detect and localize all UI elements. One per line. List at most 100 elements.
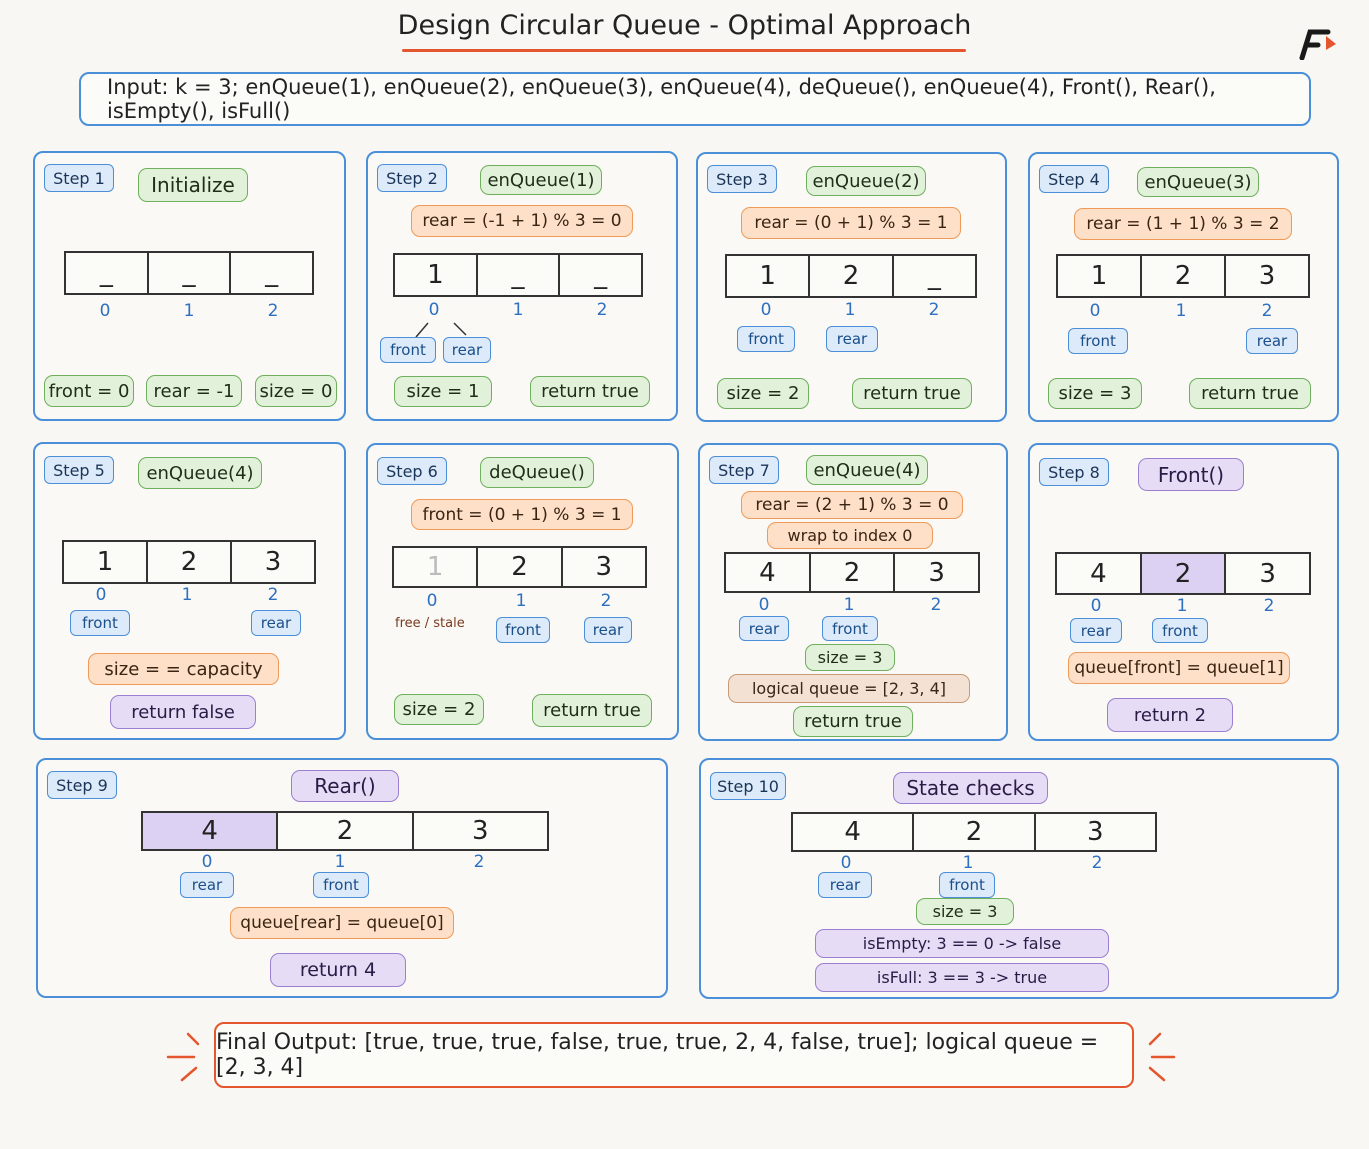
front-expression: queue[front] = queue[1] bbox=[1068, 652, 1290, 684]
size-value: size = 2 bbox=[394, 694, 484, 725]
rear-pointer: rear bbox=[180, 872, 234, 898]
index-label: 2 bbox=[1091, 853, 1103, 873]
queue-array: 4 2 3 bbox=[724, 552, 980, 593]
step-3-panel: Step 3 enQueue(2) rear = (0 + 1) % 3 = 1… bbox=[696, 152, 1007, 422]
index-label: 1 bbox=[515, 591, 527, 611]
index-label: 0 bbox=[1090, 596, 1102, 616]
step-6-panel: Step 6 deQueue() front = (0 + 1) % 3 = 1… bbox=[366, 443, 679, 740]
front-pointer: front bbox=[380, 337, 436, 363]
step-label: Step 9 bbox=[47, 771, 117, 799]
right-burst-icon bbox=[1148, 1032, 1176, 1082]
step-label: Step 6 bbox=[377, 457, 447, 485]
rear-value: rear = -1 bbox=[146, 375, 242, 407]
queue-cell: 2 bbox=[278, 813, 414, 849]
index-label: 1 bbox=[843, 595, 855, 615]
step-9-panel: Step 9 Rear() 4 2 3 0 1 2 rear front que… bbox=[36, 758, 668, 998]
return-value: return true bbox=[530, 376, 650, 407]
final-output: Final Output: [true, true, true, false, … bbox=[214, 1022, 1134, 1088]
step-label: Step 7 bbox=[709, 456, 779, 484]
queue-cell: 4 bbox=[793, 814, 915, 850]
queue-cell: 2 bbox=[810, 256, 894, 296]
queue-cell: 1 bbox=[64, 542, 148, 582]
queue-cell: 3 bbox=[928, 557, 945, 588]
logical-queue: logical queue = [2, 3, 4] bbox=[728, 674, 970, 703]
queue-array: 1 2 3 bbox=[62, 540, 316, 584]
queue-cell: 1 bbox=[1058, 256, 1142, 296]
queue-cell: 3 bbox=[472, 816, 489, 846]
index-label: 1 bbox=[181, 585, 193, 605]
wrap-note: wrap to index 0 bbox=[767, 522, 933, 549]
return-value: return true bbox=[1189, 378, 1311, 409]
highlighted-cell: 4 bbox=[143, 813, 279, 849]
queue-array: 4 2 3 bbox=[791, 812, 1157, 852]
index-label: 0 bbox=[95, 585, 107, 605]
index-label: 2 bbox=[267, 301, 279, 321]
step-7-panel: Step 7 enQueue(4) rear = (2 + 1) % 3 = 0… bbox=[698, 443, 1008, 741]
calculation: rear = (-1 + 1) % 3 = 0 bbox=[411, 205, 633, 237]
size-value: size = 3 bbox=[805, 644, 895, 671]
calculation: front = (0 + 1) % 3 = 1 bbox=[411, 499, 633, 530]
rear-expression: queue[rear] = queue[0] bbox=[230, 907, 454, 939]
step-label: Step 8 bbox=[1039, 458, 1109, 486]
size-value: size = 3 bbox=[916, 898, 1014, 925]
queue-cell: 4 bbox=[726, 554, 811, 591]
front-pointer: front bbox=[70, 610, 130, 636]
size-value: size = 3 bbox=[1048, 378, 1142, 409]
step-8-panel: Step 8 Front() 4 2 3 0 1 2 rear front qu… bbox=[1028, 443, 1339, 741]
index-label: 1 bbox=[1175, 301, 1187, 321]
step-label: Step 3 bbox=[707, 165, 777, 193]
input-box: Input: k = 3; enQueue(1), enQueue(2), en… bbox=[79, 72, 1311, 126]
index-label: 0 bbox=[426, 591, 438, 611]
size-value: size = 1 bbox=[394, 376, 492, 407]
queue-cell: 3 bbox=[595, 552, 613, 582]
pointer-lines bbox=[415, 322, 467, 338]
index-label: 1 bbox=[334, 852, 346, 872]
operation-label: enQueue(4) bbox=[806, 455, 928, 485]
queue-cell: 3 bbox=[1258, 261, 1276, 291]
step-4-panel: Step 4 enQueue(3) rear = (1 + 1) % 3 = 2… bbox=[1028, 152, 1339, 422]
front-pointer: front bbox=[1068, 328, 1128, 354]
queue-cell: 2 bbox=[148, 542, 232, 582]
is-full-check: isFull: 3 == 3 -> true bbox=[815, 963, 1109, 992]
queue-cell: 1 bbox=[395, 255, 478, 295]
queue-cell: 2 bbox=[914, 814, 1036, 850]
left-burst-icon bbox=[166, 1032, 200, 1082]
index-label: 1 bbox=[1176, 596, 1188, 616]
calculation: rear = (0 + 1) % 3 = 1 bbox=[741, 207, 961, 239]
index-label: 2 bbox=[928, 300, 940, 320]
queue-array: 4 2 3 bbox=[141, 811, 549, 851]
queue-cell: _ bbox=[927, 261, 941, 291]
queue-cell: _ bbox=[149, 253, 232, 293]
rear-pointer: rear bbox=[1070, 618, 1122, 643]
size-value: size = 0 bbox=[255, 375, 337, 407]
queue-cell: _ bbox=[66, 253, 149, 293]
return-value: return true bbox=[852, 378, 972, 409]
index-label: 2 bbox=[473, 852, 485, 872]
rear-pointer: rear bbox=[1246, 328, 1298, 354]
return-value: return true bbox=[793, 706, 913, 737]
operation-label: Front() bbox=[1138, 458, 1244, 491]
queue-array: _ _ _ bbox=[64, 251, 314, 295]
step-label: Step 2 bbox=[377, 164, 447, 192]
queue-cell: _ bbox=[594, 260, 608, 290]
step-10-panel: Step 10 State checks 4 2 3 0 1 2 rear fr… bbox=[699, 758, 1339, 999]
title-underline bbox=[402, 49, 966, 52]
index-label: 1 bbox=[962, 853, 974, 873]
stale-note: free / stale bbox=[395, 616, 465, 631]
return-value: return 4 bbox=[270, 953, 406, 987]
queue-cell: _ bbox=[265, 258, 279, 288]
step-label: Step 5 bbox=[44, 456, 114, 484]
rear-pointer: rear bbox=[739, 616, 789, 641]
operation-label: deQueue() bbox=[480, 457, 594, 488]
rear-pointer: rear bbox=[251, 610, 301, 636]
stale-cell: 1 bbox=[394, 548, 479, 586]
rear-pointer: rear bbox=[584, 617, 632, 643]
index-label: 0 bbox=[428, 300, 440, 320]
queue-array: 1 2 3 bbox=[1056, 254, 1310, 298]
operation-label: enQueue(4) bbox=[138, 457, 262, 489]
index-label: 2 bbox=[1261, 301, 1273, 321]
brand-logo-icon bbox=[1299, 29, 1336, 60]
rear-pointer: rear bbox=[818, 872, 872, 898]
queue-cell: 3 bbox=[264, 547, 282, 577]
queue-cell: 2 bbox=[1142, 256, 1226, 296]
